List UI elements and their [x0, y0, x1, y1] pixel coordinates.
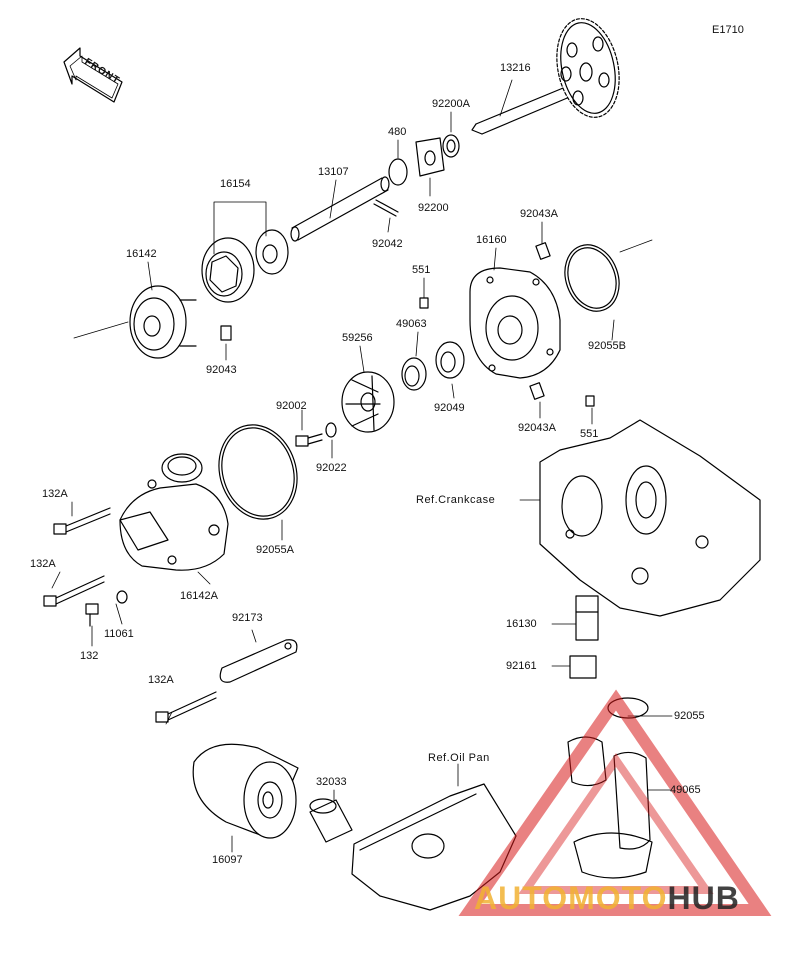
part-480[interactable]: 480: [388, 126, 407, 138]
part-92002[interactable]: 92002: [276, 400, 307, 412]
pin-551-top: [419, 297, 429, 309]
ref-oil-pan: Ref.Oil Pan: [428, 752, 490, 764]
bolt-132A-3: [155, 691, 217, 723]
part-92043A-bottom[interactable]: 92043A: [518, 422, 556, 434]
dowel-92043A-bottom: [529, 382, 545, 400]
crankcase-ref: [539, 419, 761, 617]
part-16142[interactable]: 16142: [126, 248, 157, 260]
part-132A-2[interactable]: 132A: [30, 558, 56, 570]
washer-92022: [325, 422, 337, 438]
part-92173[interactable]: 92173: [232, 612, 263, 624]
pipe-32033: [309, 798, 353, 843]
pin-92042: [373, 199, 399, 217]
part-92055A[interactable]: 92055A: [256, 544, 294, 556]
part-11061[interactable]: 11061: [104, 628, 134, 640]
washer-92200A: [442, 134, 460, 158]
part-92161[interactable]: 92161: [506, 660, 537, 672]
part-92055B[interactable]: 92055B: [588, 340, 626, 352]
washer-11061: [116, 590, 128, 604]
dowel-92043A-top: [535, 242, 551, 260]
leader-lines: [51, 79, 673, 853]
bolt-132A-1: [53, 507, 111, 535]
watermark-logo: [458, 689, 772, 916]
part-132[interactable]: 132: [80, 650, 99, 662]
fitting-16130: [575, 595, 599, 641]
watermark-hub: HUB: [667, 880, 740, 916]
plate-92200: [415, 137, 445, 177]
part-59256[interactable]: 59256: [342, 332, 373, 344]
part-49063[interactable]: 49063: [396, 318, 427, 330]
impeller-59256: [341, 371, 395, 433]
shaft-13107: [290, 176, 390, 242]
watermark-text: AUTOMOTOHUB: [474, 880, 740, 917]
oil-seal-92049: [435, 341, 465, 379]
part-551-bottom[interactable]: 551: [580, 428, 599, 440]
part-92200A[interactable]: 92200A: [432, 98, 470, 110]
oring-92055B: [564, 244, 620, 312]
part-16130[interactable]: 16130: [506, 618, 537, 630]
pump-housing-16160: [469, 267, 561, 379]
part-132A-1[interactable]: 132A: [42, 488, 68, 500]
part-92049[interactable]: 92049: [434, 402, 465, 414]
pump-body-16142: [129, 285, 197, 359]
part-32033[interactable]: 32033: [316, 776, 347, 788]
part-16154[interactable]: 16154: [220, 178, 251, 190]
part-13216[interactable]: 13216: [500, 62, 531, 74]
nut-92161: [569, 655, 597, 679]
bolt-132A-2: [43, 575, 105, 607]
part-92200[interactable]: 92200: [418, 202, 449, 214]
part-551-top[interactable]: 551: [412, 264, 431, 276]
part-92043A-top[interactable]: 92043A: [520, 208, 558, 220]
pump-cover-16142A: [119, 453, 229, 571]
part-16160[interactable]: 16160: [476, 234, 507, 246]
watermark-automoto: AUTOMOTO: [474, 880, 668, 916]
circlip-480: [388, 158, 408, 186]
front-arrow-icon: [63, 47, 123, 103]
oil-filter-16097: [192, 743, 299, 839]
dowel-92043: [220, 325, 232, 341]
bolt-92002: [295, 433, 323, 447]
part-92043[interactable]: 92043: [206, 364, 237, 376]
oring-92055A: [218, 424, 298, 520]
part-49065[interactable]: 49065: [670, 784, 701, 796]
ref-crankcase: Ref.Crankcase: [416, 494, 496, 506]
diagram-code: E1710: [712, 24, 744, 36]
pin-551-bottom: [585, 395, 595, 407]
seal-49063: [401, 357, 427, 391]
part-13107[interactable]: 13107: [318, 166, 349, 178]
gear-shaft-13216: [471, 18, 620, 135]
bolt-132: [85, 603, 99, 627]
part-92022[interactable]: 92022: [316, 462, 347, 474]
part-132A-3[interactable]: 132A: [148, 674, 174, 686]
part-92055[interactable]: 92055: [674, 710, 705, 722]
rotor-16154: [201, 229, 289, 303]
part-16142A[interactable]: 16142A: [180, 590, 218, 602]
clamp-92173: [219, 639, 298, 683]
part-16097[interactable]: 16097: [212, 854, 243, 866]
part-92042[interactable]: 92042: [372, 238, 403, 250]
